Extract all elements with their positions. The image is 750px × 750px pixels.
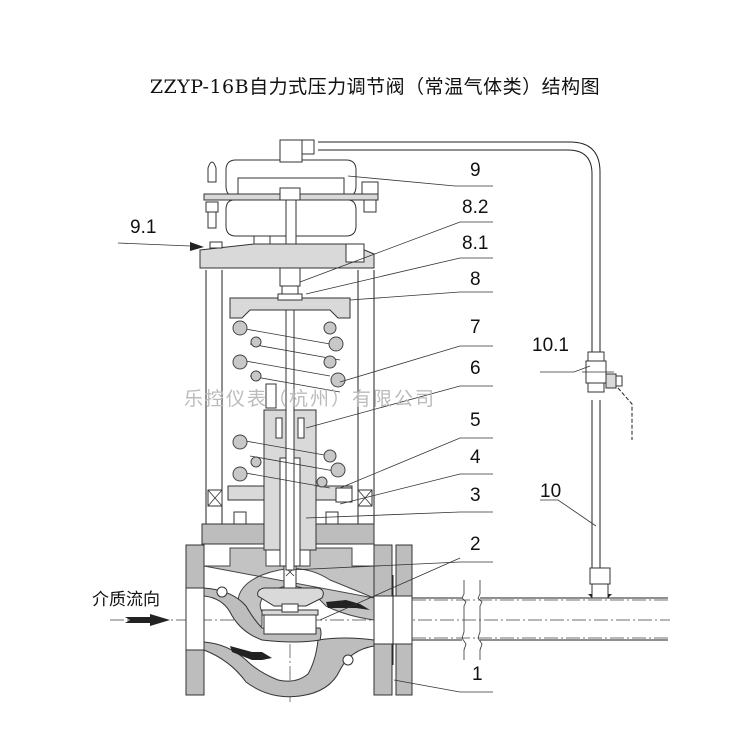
impulse-pipe [318, 141, 601, 570]
spring-housing [205, 270, 375, 524]
leader-lines [117, 175, 597, 693]
label-5: 5 [470, 410, 481, 431]
label-10-1: 10.1 [532, 335, 569, 356]
downstream-pipe [412, 580, 668, 660]
label-9-1: 9.1 [130, 217, 156, 238]
ball-valve [582, 351, 633, 440]
label-8-1: 8.1 [462, 233, 488, 254]
label-2: 2 [470, 534, 481, 555]
valve-body [185, 544, 413, 698]
valve-stem [285, 289, 295, 571]
label-3: 3 [470, 485, 481, 506]
springs [232, 320, 346, 489]
flow-direction-label: 介质流向 [92, 590, 160, 610]
label-8: 8 [470, 269, 481, 290]
label-8-2: 8.2 [462, 197, 488, 218]
label-4: 4 [470, 447, 481, 468]
flow-arrows [125, 600, 370, 660]
drawing-title: ZZYP-16B自力式压力调节阀（常温气体类）结构图 [149, 76, 601, 98]
label-6: 6 [470, 358, 481, 379]
diaphragm-actuator [203, 139, 379, 245]
label-7: 7 [470, 317, 481, 338]
label-1: 1 [472, 664, 483, 685]
pipe-fitting [588, 567, 612, 599]
label-10: 10 [540, 481, 561, 502]
yoke-plate [199, 225, 375, 287]
company-watermark: 乐控仪表（杭州）有限公司 [184, 388, 436, 410]
label-9: 9 [470, 160, 481, 181]
